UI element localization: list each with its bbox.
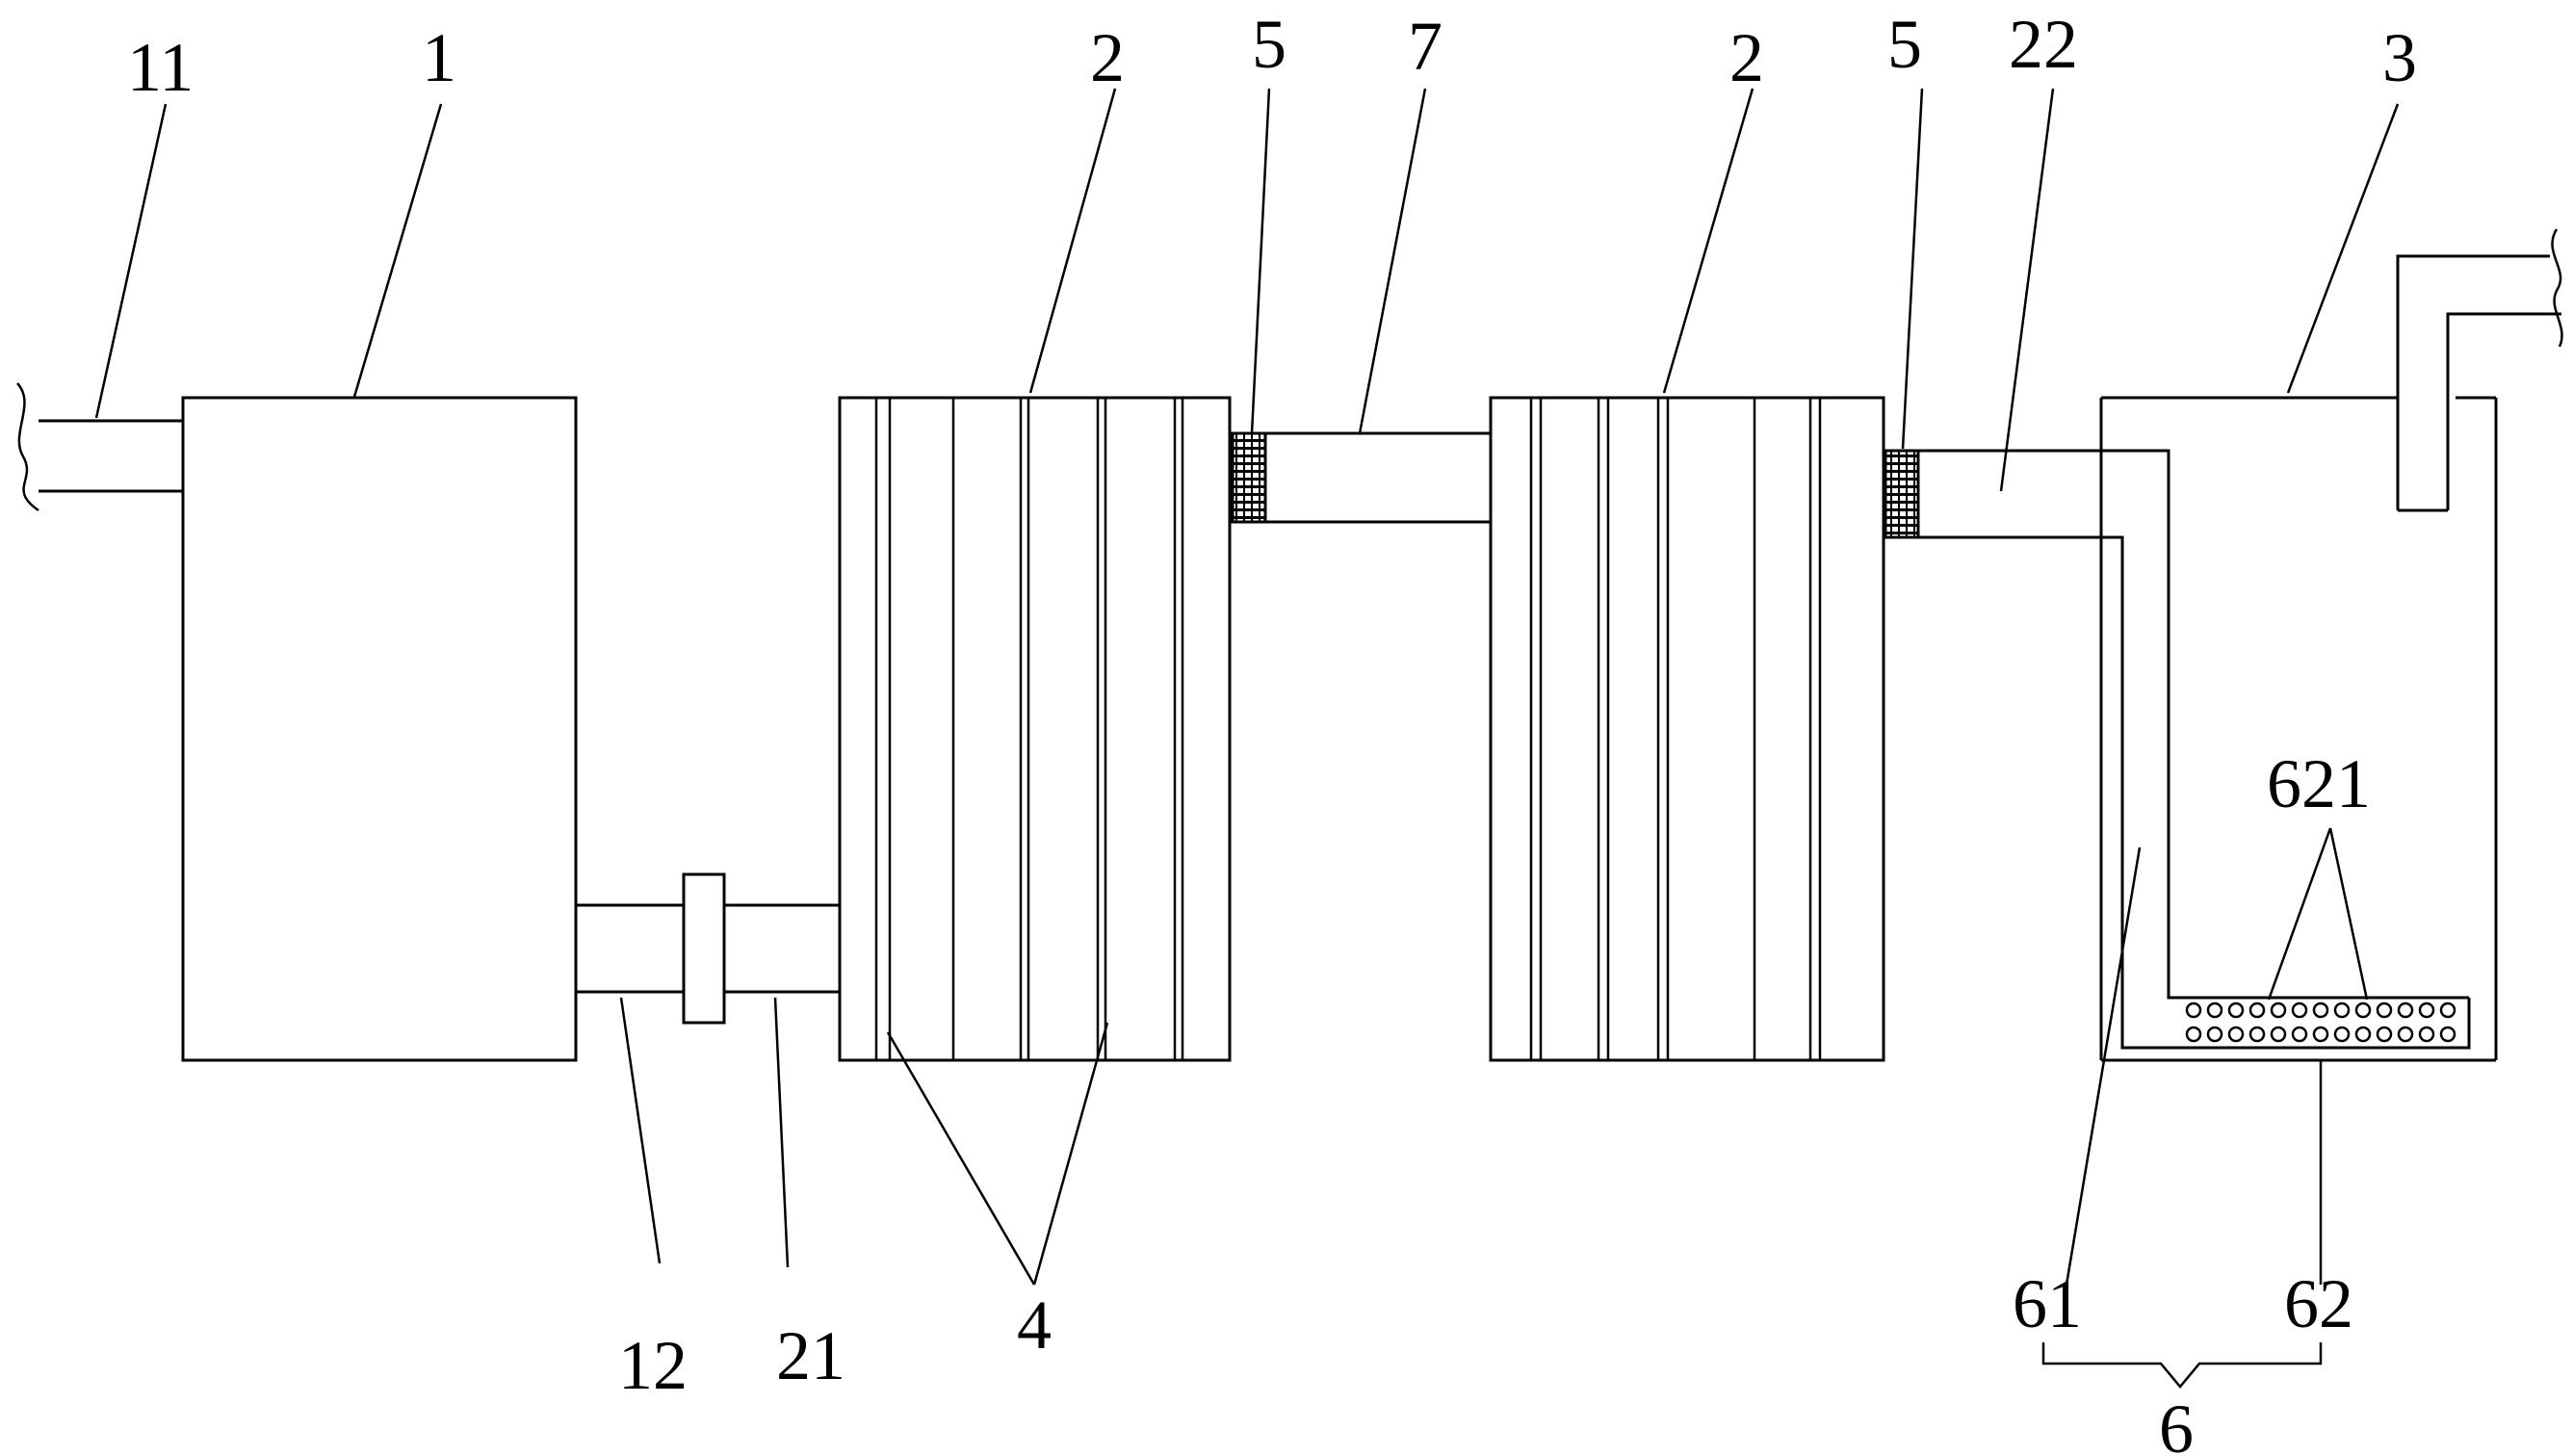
pipe-flange [682, 872, 726, 1025]
label-621: 621 [2267, 745, 2371, 822]
perforation-hole [2248, 1026, 2266, 1043]
perforation-hole [2418, 1026, 2435, 1043]
perforation-holes-621 [2185, 1001, 2456, 1043]
pipe-break-symbol [16, 382, 39, 512]
label-12: 12 [618, 1327, 688, 1404]
label-2-first: 2 [1090, 19, 1125, 96]
distribution-pipe-22-61 [1918, 449, 2471, 1050]
perforation-hole [2354, 1001, 2372, 1019]
reference-labels: 11 1 2 5 7 2 5 22 3 621 12 21 4 61 62 6 [127, 6, 2417, 1456]
label-22: 22 [2009, 6, 2078, 83]
perforation-hole [2333, 1001, 2351, 1019]
filter-unit-2-first [838, 396, 1232, 1062]
tank-3 [2099, 396, 2498, 1062]
label-61: 61 [2013, 1265, 2082, 1342]
perforation-hole [2418, 1001, 2435, 1019]
connecting-pipe-12-21 [576, 872, 840, 1025]
label-2-second: 2 [1729, 19, 1764, 96]
filter-unit-2-second [1489, 396, 1885, 1062]
label-3: 3 [2382, 19, 2417, 96]
label-6: 6 [2159, 1391, 2194, 1456]
perforation-hole [2291, 1001, 2308, 1019]
perforation-hole [2312, 1001, 2329, 1019]
perforation-hole [2376, 1001, 2393, 1019]
label-5-second: 5 [1887, 6, 1922, 83]
perforation-hole [2270, 1026, 2287, 1043]
perforation-hole [2312, 1026, 2329, 1043]
label-11: 11 [127, 29, 194, 106]
mesh-screen-5-first [1231, 431, 1267, 524]
perforation-hole [2185, 1001, 2202, 1019]
perforation-hole [2376, 1026, 2393, 1043]
tank-1 [181, 396, 578, 1062]
mesh-screen-5-second [1884, 449, 1920, 539]
perforation-hole [2439, 1001, 2456, 1019]
perforation-hole [2206, 1026, 2223, 1043]
label-5-first: 5 [1252, 6, 1286, 83]
perforation-hole [2333, 1026, 2351, 1043]
perforation-hole [2397, 1026, 2414, 1043]
perforation-hole [2397, 1001, 2414, 1019]
pipe-break-symbol [2551, 228, 2563, 348]
perforation-hole [2248, 1001, 2266, 1019]
label-1: 1 [422, 19, 456, 96]
label-4: 4 [1017, 1287, 1052, 1364]
leader-lines [94, 88, 2400, 1389]
perforation-hole [2439, 1026, 2456, 1043]
outlet-pipe [2396, 228, 2563, 512]
perforation-hole [2227, 1026, 2245, 1043]
connecting-pipe-7 [1265, 431, 1491, 524]
perforation-hole [2354, 1026, 2372, 1043]
perforation-hole [2291, 1026, 2308, 1043]
label-21: 21 [776, 1317, 845, 1394]
label-62: 62 [2284, 1265, 2353, 1342]
perforation-hole [2227, 1001, 2245, 1019]
label-7: 7 [1408, 8, 1442, 85]
perforation-hole [2206, 1001, 2223, 1019]
perforation-hole [2270, 1001, 2287, 1019]
perforation-hole [2185, 1026, 2202, 1043]
